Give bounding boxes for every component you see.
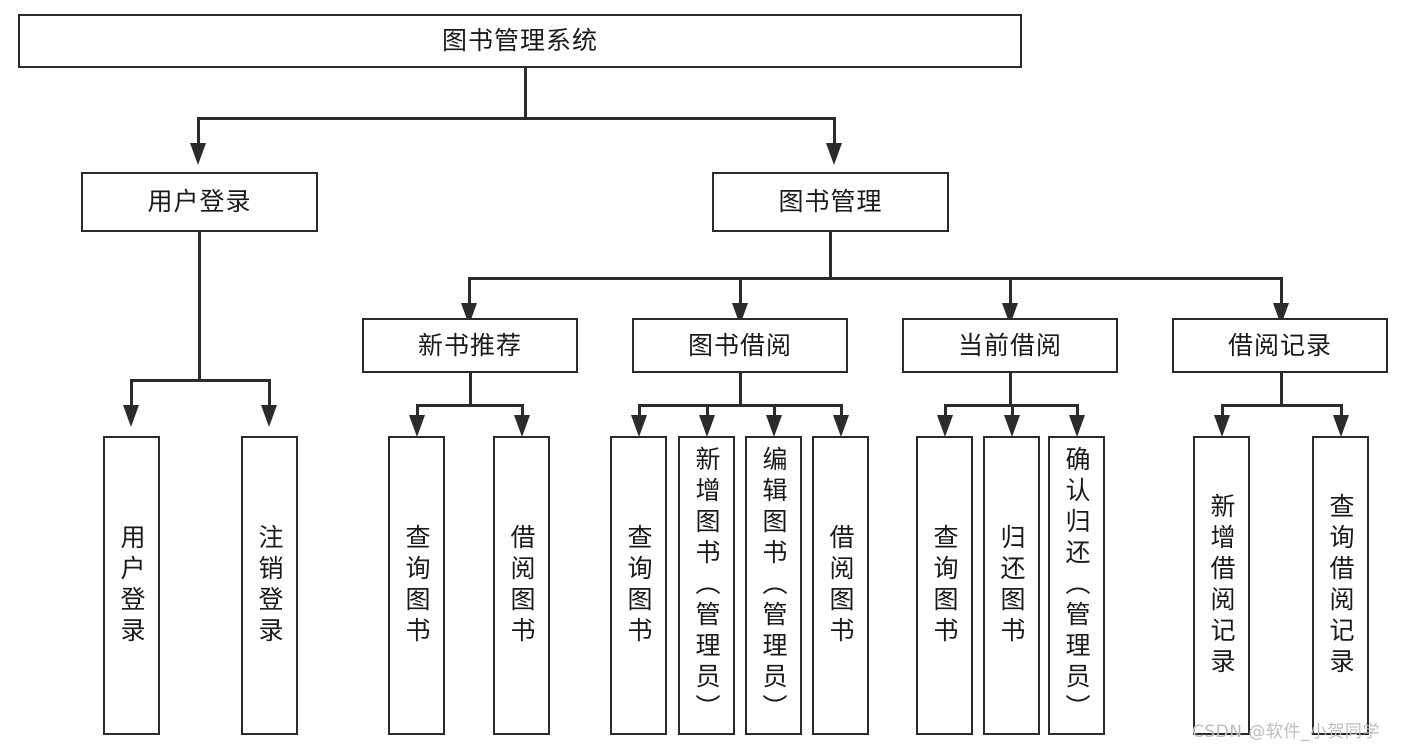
connector-level3-bus — [468, 277, 1282, 280]
arrow-to-bb-leaf-4 — [833, 415, 849, 437]
connector-user-login-drop-2 — [268, 379, 271, 405]
node-current-borrow[interactable]: 当前借阅 — [902, 318, 1118, 373]
arrow-to-bb-leaf-2 — [699, 415, 715, 437]
node-label: 用户登录 — [147, 187, 252, 217]
connector-user-login-stem — [198, 232, 201, 380]
node-label: 归还图书 — [997, 523, 1026, 648]
arrow-to-bb-leaf-1 — [631, 415, 647, 437]
arrow-to-leaf-logout — [261, 405, 277, 427]
connector-bb-drop-4 — [840, 404, 843, 418]
connector-cb-drop-3 — [1076, 404, 1079, 418]
leaf-nbr-query-books[interactable]: 查询图书 — [388, 436, 445, 735]
node-label: 图书管理 — [778, 187, 883, 217]
connector-book-borrow-bus — [638, 404, 842, 407]
node-new-book-recommend[interactable]: 新书推荐 — [362, 318, 578, 373]
node-label: 查询图书 — [402, 523, 431, 648]
leaf-bb-query-books[interactable]: 查询图书 — [610, 436, 667, 735]
arrow-to-nbr-leaf-1 — [409, 415, 425, 437]
connector-level2-drop-1 — [197, 117, 200, 143]
connector-level2-bus — [197, 117, 835, 120]
connector-nbr-drop-2 — [521, 404, 524, 418]
node-label: 查询借阅记录 — [1326, 492, 1355, 679]
leaf-br-query-record[interactable]: 查询借阅记录 — [1312, 436, 1369, 735]
connector-level3-drop-4 — [1280, 277, 1283, 303]
node-label: 确认归还（管理员） — [1062, 446, 1091, 725]
connector-level3-drop-1 — [468, 277, 471, 303]
leaf-nbr-borrow-books[interactable]: 借阅图书 — [493, 436, 550, 735]
leaf-logout[interactable]: 注销登录 — [241, 436, 298, 735]
arrow-to-cb-leaf-3 — [1069, 415, 1085, 437]
leaf-bb-add-book-admin[interactable]: 新增图书（管理员） — [678, 436, 735, 735]
node-root-book-management-system[interactable]: 图书管理系统 — [18, 14, 1022, 68]
node-book-management[interactable]: 图书管理 — [712, 172, 949, 232]
leaf-cb-query-books[interactable]: 查询图书 — [916, 436, 973, 735]
node-label: 借阅图书 — [507, 523, 536, 648]
node-label: 编辑图书（管理员） — [759, 446, 788, 725]
leaf-cb-confirm-return-admin[interactable]: 确认归还（管理员） — [1048, 436, 1105, 735]
leaf-cb-return-books[interactable]: 归还图书 — [983, 436, 1040, 735]
connector-user-login-bus — [130, 379, 270, 382]
leaf-bb-borrow-books[interactable]: 借阅图书 — [812, 436, 869, 735]
node-book-borrow[interactable]: 图书借阅 — [632, 318, 848, 373]
leaf-br-add-record[interactable]: 新增借阅记录 — [1193, 436, 1250, 735]
connector-level3-drop-2 — [739, 277, 742, 303]
connector-borrow-record-bus — [1221, 404, 1342, 407]
connector-bb-drop-2 — [706, 404, 709, 418]
arrow-to-book-management — [826, 143, 842, 165]
arrow-to-nbr-leaf-2 — [514, 415, 530, 437]
leaf-user-login[interactable]: 用户登录 — [103, 436, 160, 735]
arrow-to-bb-leaf-3 — [766, 415, 782, 437]
connector-cb-drop-1 — [944, 404, 947, 418]
node-user-login[interactable]: 用户登录 — [81, 172, 318, 232]
arrow-to-user-login — [190, 143, 206, 165]
node-label: 图书借阅 — [687, 330, 792, 360]
connector-br-drop-2 — [1340, 404, 1343, 418]
csdn-watermark: CSDN @软件_小贺同学 — [1192, 722, 1380, 742]
connector-cb-drop-2 — [1011, 404, 1014, 418]
connector-nbr-drop-1 — [416, 404, 419, 418]
node-label: 查询图书 — [624, 523, 653, 648]
arrow-to-br-leaf-2 — [1333, 415, 1349, 437]
arrow-to-leaf-user-login — [123, 405, 139, 427]
connector-br-drop-1 — [1221, 404, 1224, 418]
node-label: 新增借阅记录 — [1207, 492, 1236, 679]
node-label: 用户登录 — [117, 523, 146, 648]
connector-user-login-drop-1 — [130, 379, 133, 405]
node-borrow-record[interactable]: 借阅记录 — [1172, 318, 1388, 373]
connector-current-borrow-stem — [1009, 373, 1012, 405]
connector-borrow-record-stem — [1280, 373, 1283, 405]
connector-book-management-stem — [829, 232, 832, 278]
leaf-bb-edit-book-admin[interactable]: 编辑图书（管理员） — [745, 436, 802, 735]
arrow-to-br-leaf-1 — [1214, 415, 1230, 437]
connector-book-borrow-stem — [739, 373, 742, 405]
connector-level3-drop-3 — [1009, 277, 1012, 303]
connector-bb-drop-3 — [773, 404, 776, 418]
node-label: 图书管理系统 — [441, 26, 598, 56]
node-label: 注销登录 — [255, 523, 284, 648]
connector-root-stem — [524, 68, 527, 118]
arrow-to-cb-leaf-2 — [1004, 415, 1020, 437]
connector-level2-drop-2 — [833, 117, 836, 143]
node-label: 借阅图书 — [826, 523, 855, 648]
arrow-to-cb-leaf-1 — [937, 415, 953, 437]
node-label: 借阅记录 — [1227, 330, 1332, 360]
node-label: 当前借阅 — [957, 330, 1062, 360]
node-label: 查询图书 — [930, 523, 959, 648]
node-label: 新书推荐 — [417, 330, 522, 360]
connector-new-book-recommend-stem — [469, 373, 472, 405]
node-label: 新增图书（管理员） — [692, 446, 721, 725]
connector-new-book-recommend-bus — [416, 404, 524, 407]
connector-bb-drop-1 — [638, 404, 641, 418]
